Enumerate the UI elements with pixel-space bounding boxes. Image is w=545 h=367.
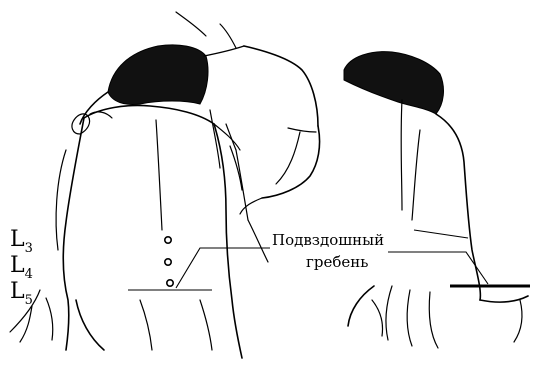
l3-marker: [165, 237, 171, 243]
l5-marker: [167, 280, 173, 286]
patient-back: [10, 106, 242, 359]
iliac-crest-label-line1: Подвздошный: [272, 231, 384, 249]
l4-marker: [165, 259, 171, 265]
l5-label: L5: [10, 279, 33, 308]
iliac-crest-label-line2: гребень: [306, 253, 368, 271]
l4-label: L4: [10, 253, 33, 282]
assistant-figure: [80, 12, 320, 262]
side-patient-hair: [344, 52, 443, 114]
l3-label: L3: [10, 227, 33, 256]
side-view-patient: [344, 52, 528, 348]
vertebra-markers: [165, 237, 173, 286]
iliac-crest-pointer-left: [176, 248, 270, 288]
assistant-hair: [108, 45, 208, 105]
vertebra-labels: L3 L4 L5: [10, 227, 33, 308]
